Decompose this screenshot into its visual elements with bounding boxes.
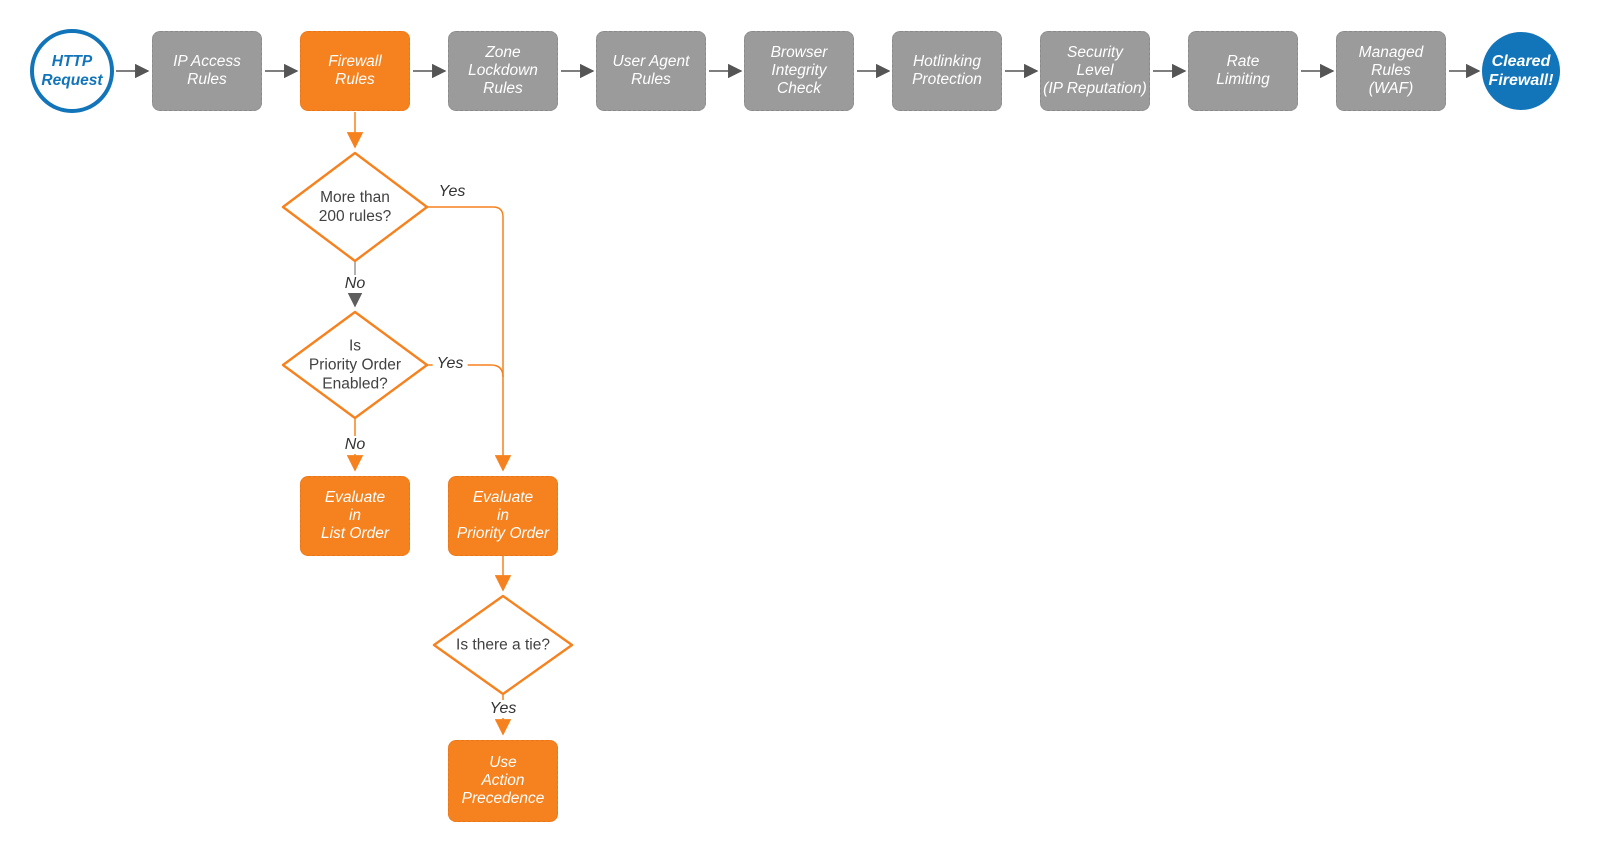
- decision-diamonds: [281, 151, 574, 696]
- decision-is-there-a-tie-label: Is there a tie?: [456, 636, 550, 654]
- edge-label-decision1-yes: Yes: [434, 183, 470, 201]
- decision-priority-order-enabled-label: Is Priority Order Enabled?: [308, 337, 402, 393]
- arrow-decision2-yes-merge: [427, 364, 504, 378]
- decision-priority-order-enabled-shape: [281, 310, 429, 420]
- edge-label-decision3-yes: Yes: [485, 700, 521, 718]
- decision-more-than-200-rules-shape: [281, 151, 429, 263]
- decision-is-there-a-tie-shape: [432, 594, 574, 696]
- node-firewall-rules: Firewall Rules: [300, 31, 410, 111]
- node-rate-limiting: Rate Limiting: [1188, 31, 1298, 111]
- edge-label-decision2-yes: Yes: [432, 355, 468, 373]
- node-browser-integrity-check: Browser Integrity Check: [744, 31, 854, 111]
- node-zone-lockdown-rules: Zone Lockdown Rules: [448, 31, 558, 111]
- node-managed-rules-waf: Managed Rules (WAF): [1336, 31, 1446, 111]
- node-security-level: Security Level (IP Reputation): [1040, 31, 1150, 111]
- node-evaluate-priority-order: Evaluate in Priority Order: [448, 476, 558, 556]
- decision-more-than-200-rules-label: More than 200 rules?: [318, 189, 392, 225]
- node-hotlinking-protection: Hotlinking Protection: [892, 31, 1002, 111]
- edge-label-decision2-no: No: [340, 436, 370, 454]
- node-ip-access-rules: IP Access Rules: [152, 31, 262, 111]
- node-cleared-firewall: Cleared Firewall!: [1482, 32, 1560, 110]
- node-http-request: HTTP Request: [30, 29, 114, 113]
- arrow-decision1-yes-trunk: [427, 206, 512, 472]
- edge-label-decision1-no: No: [340, 275, 370, 293]
- node-user-agent-rules: User Agent Rules: [596, 31, 706, 111]
- node-use-action-precedence: Use Action Precedence: [448, 740, 558, 822]
- node-evaluate-list-order: Evaluate in List Order: [300, 476, 410, 556]
